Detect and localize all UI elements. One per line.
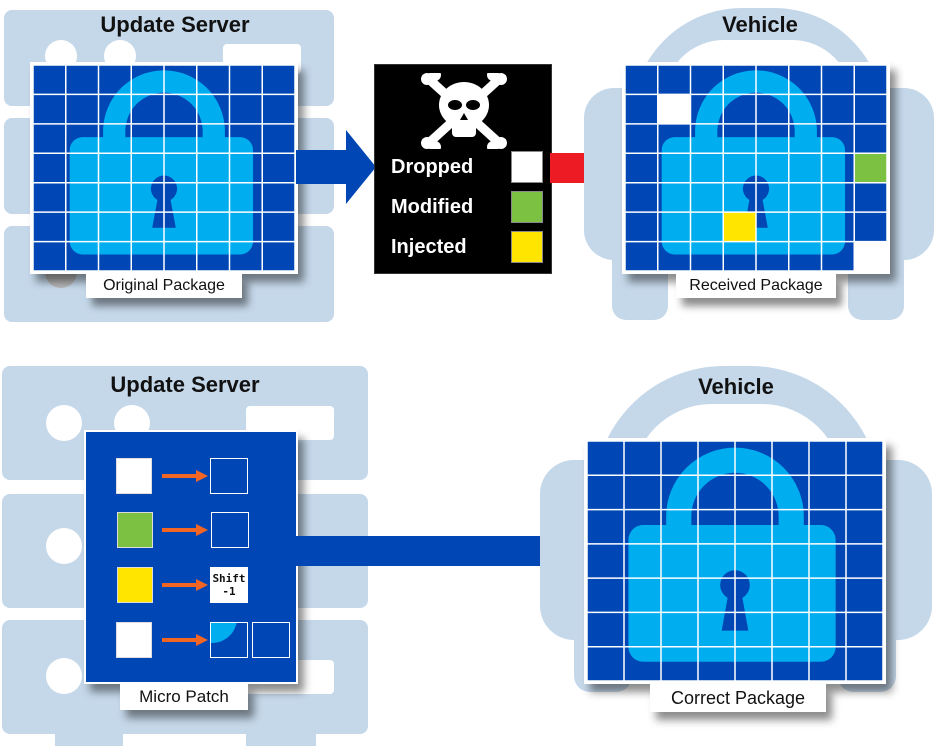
- altered-cell-dropped: [657, 94, 691, 124]
- patch-source-dropped: [116, 458, 152, 494]
- patch-source-injected: [117, 567, 153, 603]
- patch-delivery-arrow: [296, 512, 584, 590]
- legend-row-dropped: Dropped: [391, 151, 543, 183]
- shift-label-line2: -1: [222, 585, 236, 598]
- correct-package-lock-grid: [586, 440, 884, 682]
- correct-package-caption: Correct Package: [650, 684, 826, 712]
- received-package-caption: Received Package: [676, 274, 836, 298]
- skull-and-crossbones-icon: [421, 73, 507, 149]
- patch-target-block: [210, 458, 248, 494]
- legend-label-injected: Injected: [391, 235, 467, 258]
- received-package-grid: [622, 62, 890, 274]
- patch-arrow-icon: [162, 634, 208, 646]
- correct-package-grid: [584, 438, 886, 684]
- legend-swatch-dropped: [511, 151, 543, 183]
- altered-cell-modified: [854, 153, 887, 183]
- patch-arrow-icon: [162, 524, 208, 536]
- patch-target-block: [252, 622, 290, 658]
- legend-row-modified: Modified: [391, 191, 543, 223]
- patch-shift-label: Shift -1: [210, 567, 248, 603]
- micro-patch-caption: Micro Patch: [120, 684, 248, 710]
- vehicle-title-bottom: Vehicle: [698, 374, 774, 399]
- legend-swatch-modified: [511, 191, 543, 223]
- legend-swatch-injected: [511, 231, 543, 263]
- altered-cell-injected: [723, 212, 756, 242]
- patch-target-block-with-lock-corner: [210, 622, 248, 658]
- legend-row-injected: Injected: [391, 231, 543, 263]
- patch-source-dropped: [116, 622, 152, 658]
- patch-target-block: [211, 512, 249, 548]
- original-package-caption: Original Package: [86, 274, 242, 298]
- server-title-bottom: Update Server: [110, 372, 260, 397]
- vehicle-title-top: Vehicle: [722, 12, 798, 37]
- patch-arrow-icon: [162, 579, 208, 591]
- original-package-lock-grid: [32, 64, 296, 272]
- altered-cell-dropped: [854, 241, 887, 271]
- shift-label-line1: Shift: [212, 572, 246, 585]
- legend-label-dropped: Dropped: [391, 155, 474, 178]
- original-package-grid: [30, 62, 298, 274]
- micro-patch-box: Shift -1: [84, 430, 298, 684]
- patch-arrow-icon: [162, 470, 208, 482]
- legend-label-modified: Modified: [391, 195, 474, 218]
- transmit-arrow: [296, 130, 376, 204]
- patch-source-modified: [117, 512, 153, 548]
- received-package-lock-grid: [624, 64, 888, 272]
- server-title-top: Update Server: [100, 12, 250, 37]
- attack-legend-box: Dropped Modified Injected: [374, 64, 552, 274]
